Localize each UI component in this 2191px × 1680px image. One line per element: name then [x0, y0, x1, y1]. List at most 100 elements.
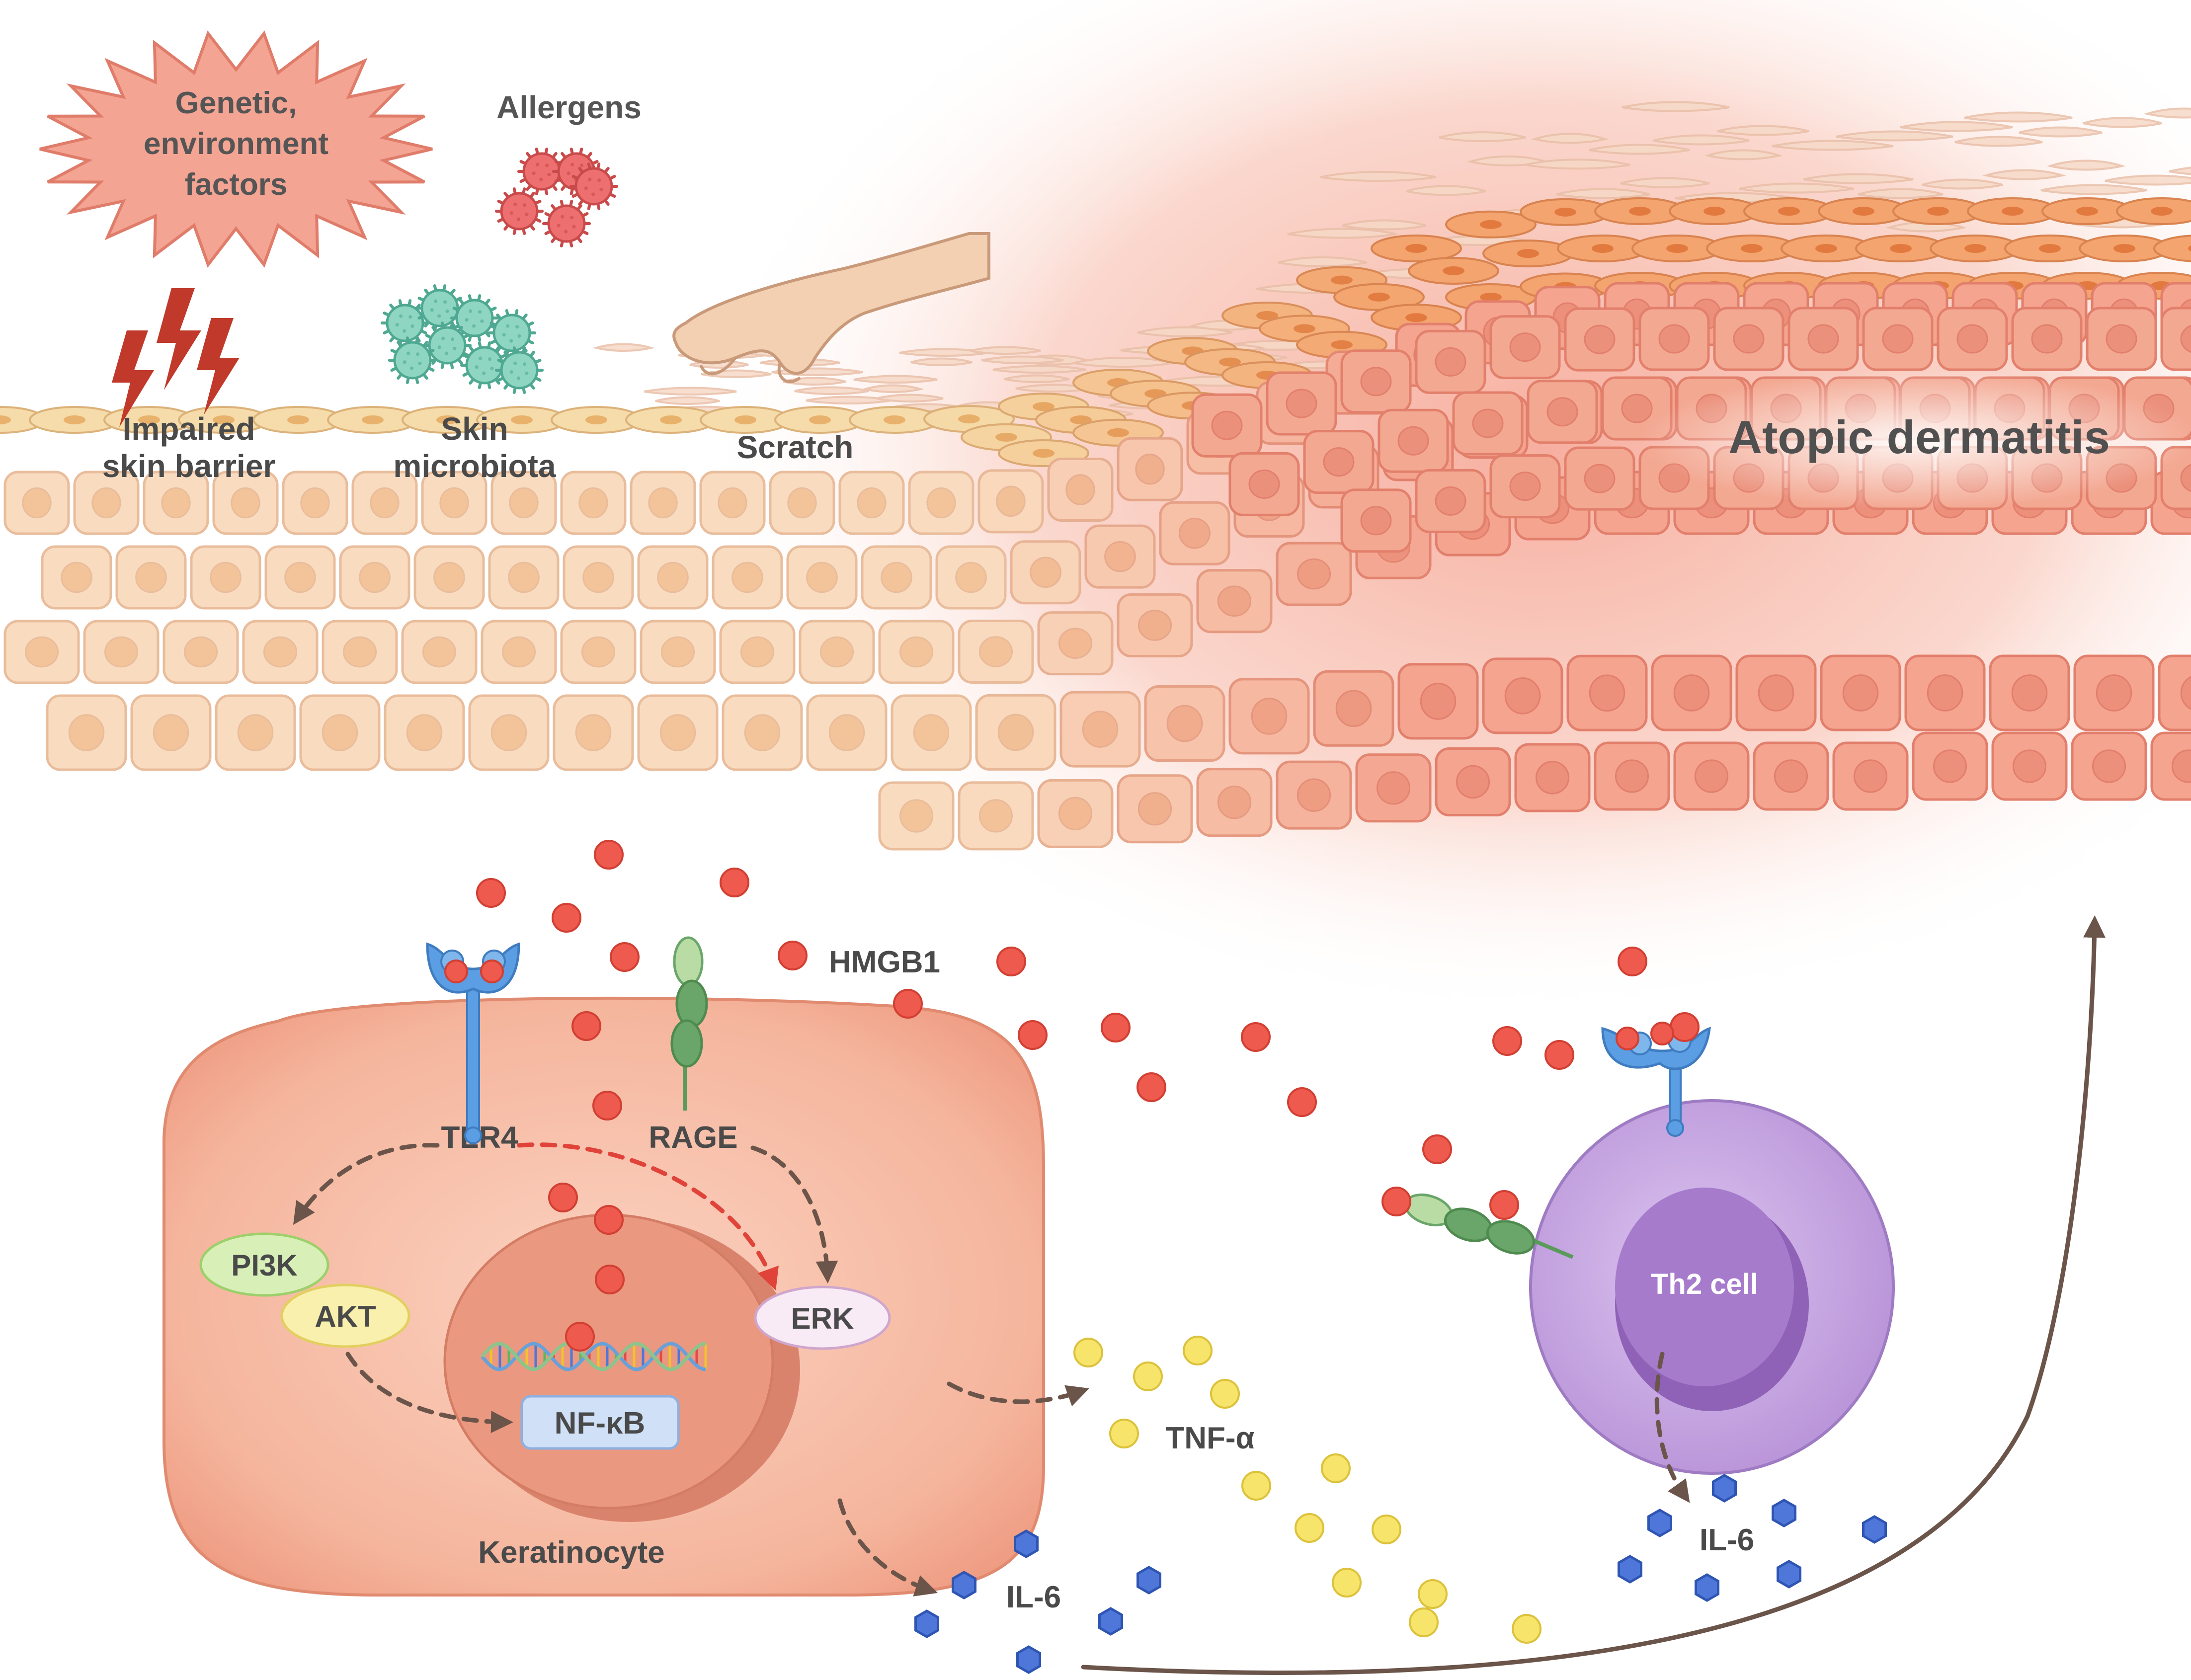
akt-label: AKT [315, 1300, 376, 1333]
hmgb1-molecule [1101, 1013, 1131, 1042]
hmgb1-molecule [1544, 1040, 1574, 1070]
erk-label: ERK [791, 1302, 854, 1335]
il6-molecule [1618, 1555, 1642, 1584]
erk-oval [754, 1285, 891, 1350]
arrow-akt-nfkb [345, 1352, 513, 1434]
hmgb1-bound [480, 960, 504, 983]
hmgb1-molecule [610, 942, 640, 972]
il6-label-left: IL-6 [1006, 1580, 1061, 1614]
keratinocyte-label: Keratinocyte [478, 1535, 665, 1570]
bacterium [415, 284, 465, 332]
hmgb1-molecule [594, 1205, 624, 1235]
skin-tissue [0, 0, 2191, 1019]
factors-label-3: factors [185, 167, 288, 202]
hmgb1-molecule [1018, 1020, 1048, 1050]
arrow-erk-tnf [947, 1381, 1089, 1407]
microbiota-label-2: microbiota [393, 448, 556, 484]
arrow-th2-il6 [1654, 1352, 1690, 1503]
keratinocyte-cell: NF-κB PI3K AKT ERK TLR4 RAGE Keratinocyt… [162, 996, 1045, 1597]
scratch-label: Scratch [737, 429, 854, 465]
pi3k-oval [199, 1232, 329, 1297]
hmgb1-molecule [1492, 1026, 1522, 1056]
keratinocyte-layers [3, 282, 2191, 851]
il6-molecule [1014, 1529, 1039, 1558]
bacteria-icon [380, 284, 544, 394]
tnf-alpha-molecule [1183, 1336, 1213, 1365]
allergens-label: Allergens [496, 89, 642, 125]
hmgb1-molecule [1670, 1012, 1700, 1042]
dna-icon [481, 1342, 707, 1371]
hmgb1-molecule [476, 878, 506, 908]
allergen-particle [542, 200, 591, 247]
arrow-kera-il6 [837, 1498, 938, 1597]
impaired-label-2: skin barrier [102, 448, 276, 484]
hmgb1-molecule [778, 941, 808, 970]
disease-label: Atopic dermatitis [1728, 411, 2110, 463]
tnf-alpha-molecule [1372, 1515, 1401, 1544]
tnf-alpha-molecule [1332, 1568, 1362, 1598]
disease-label-glow [1640, 370, 2191, 509]
th2-nucleus [1615, 1188, 1794, 1386]
il6-molecule [1695, 1573, 1719, 1602]
il6-molecule [1712, 1474, 1737, 1503]
tnf-label: TNF-α [1165, 1421, 1254, 1455]
hmgb1-molecule [595, 1265, 625, 1294]
nfkb-box [520, 1395, 680, 1450]
il6-molecule [1136, 1566, 1161, 1595]
hmgb1-molecule [1241, 1022, 1271, 1052]
bacterium [460, 341, 509, 389]
tnf-alpha-molecule [1295, 1513, 1324, 1543]
tnf-alpha-molecule [1418, 1579, 1448, 1609]
tnf-alpha-molecule [1512, 1614, 1542, 1644]
hmgb1-molecule [1381, 1187, 1411, 1216]
starburst-icon [39, 30, 433, 268]
tnf-alpha-molecule [1210, 1379, 1240, 1409]
hmgb1-molecule [1136, 1072, 1166, 1102]
hmgb1-molecule [720, 868, 749, 897]
bacterium [380, 299, 430, 347]
impaired-label-1: Impaired [123, 411, 255, 447]
hmgb1-molecule [996, 947, 1026, 976]
tnf-alpha-molecule [1409, 1607, 1439, 1637]
hmgb1-bound [444, 960, 468, 983]
hmgb1-molecule [1618, 947, 1647, 976]
hmgb1-label: HMGB1 [829, 945, 940, 979]
hmgb1-molecule [893, 989, 923, 1019]
il6-molecules [914, 1474, 1887, 1674]
hmgb1-molecule [548, 1183, 578, 1212]
pi3k-label: PI3K [231, 1249, 297, 1282]
bacterium [450, 294, 499, 342]
hmgb1-bound [1616, 1027, 1639, 1050]
allergen-particle [569, 162, 619, 210]
arrows [293, 915, 2106, 1676]
il6-molecule [952, 1571, 976, 1600]
molecule-labels: HMGB1 TNF-α IL-6 IL-6 [829, 945, 1754, 1614]
il6-molecule [1647, 1509, 1672, 1537]
nucleus [443, 1213, 774, 1510]
trigger-factors: Genetic, environment factors Allergens I… [39, 30, 2191, 509]
microbiota-label-1: Skin [441, 411, 508, 447]
hmgb1-molecule [592, 1091, 622, 1120]
tnf-alpha-molecule [1133, 1361, 1163, 1391]
rage-label: RAGE [649, 1120, 737, 1155]
factors-label-1: Genetic, [175, 86, 297, 120]
hand-icon [672, 232, 990, 383]
akt-oval [280, 1283, 410, 1348]
arrow-tlr4-erk-red [517, 1142, 779, 1290]
tnf-alpha-molecule [1109, 1419, 1139, 1448]
hmgb1-molecule [1287, 1087, 1317, 1117]
hmgb1-molecule [552, 903, 581, 933]
th2-label: Th2 cell [1651, 1268, 1758, 1300]
il6-molecule [1772, 1499, 1796, 1527]
il6-molecule [1777, 1560, 1801, 1589]
hmgb1-molecule [1489, 1190, 1519, 1220]
il6-label-right: IL-6 [1700, 1523, 1754, 1557]
arrow-feedback-ad [1081, 915, 2106, 1676]
allergen-particle [494, 187, 544, 235]
arrow-rage-erk [750, 1145, 838, 1283]
bacterium [422, 321, 472, 369]
tnf-alpha-molecule [1073, 1338, 1103, 1367]
il6-molecule [1862, 1515, 1887, 1544]
il6-molecule [1098, 1607, 1123, 1636]
